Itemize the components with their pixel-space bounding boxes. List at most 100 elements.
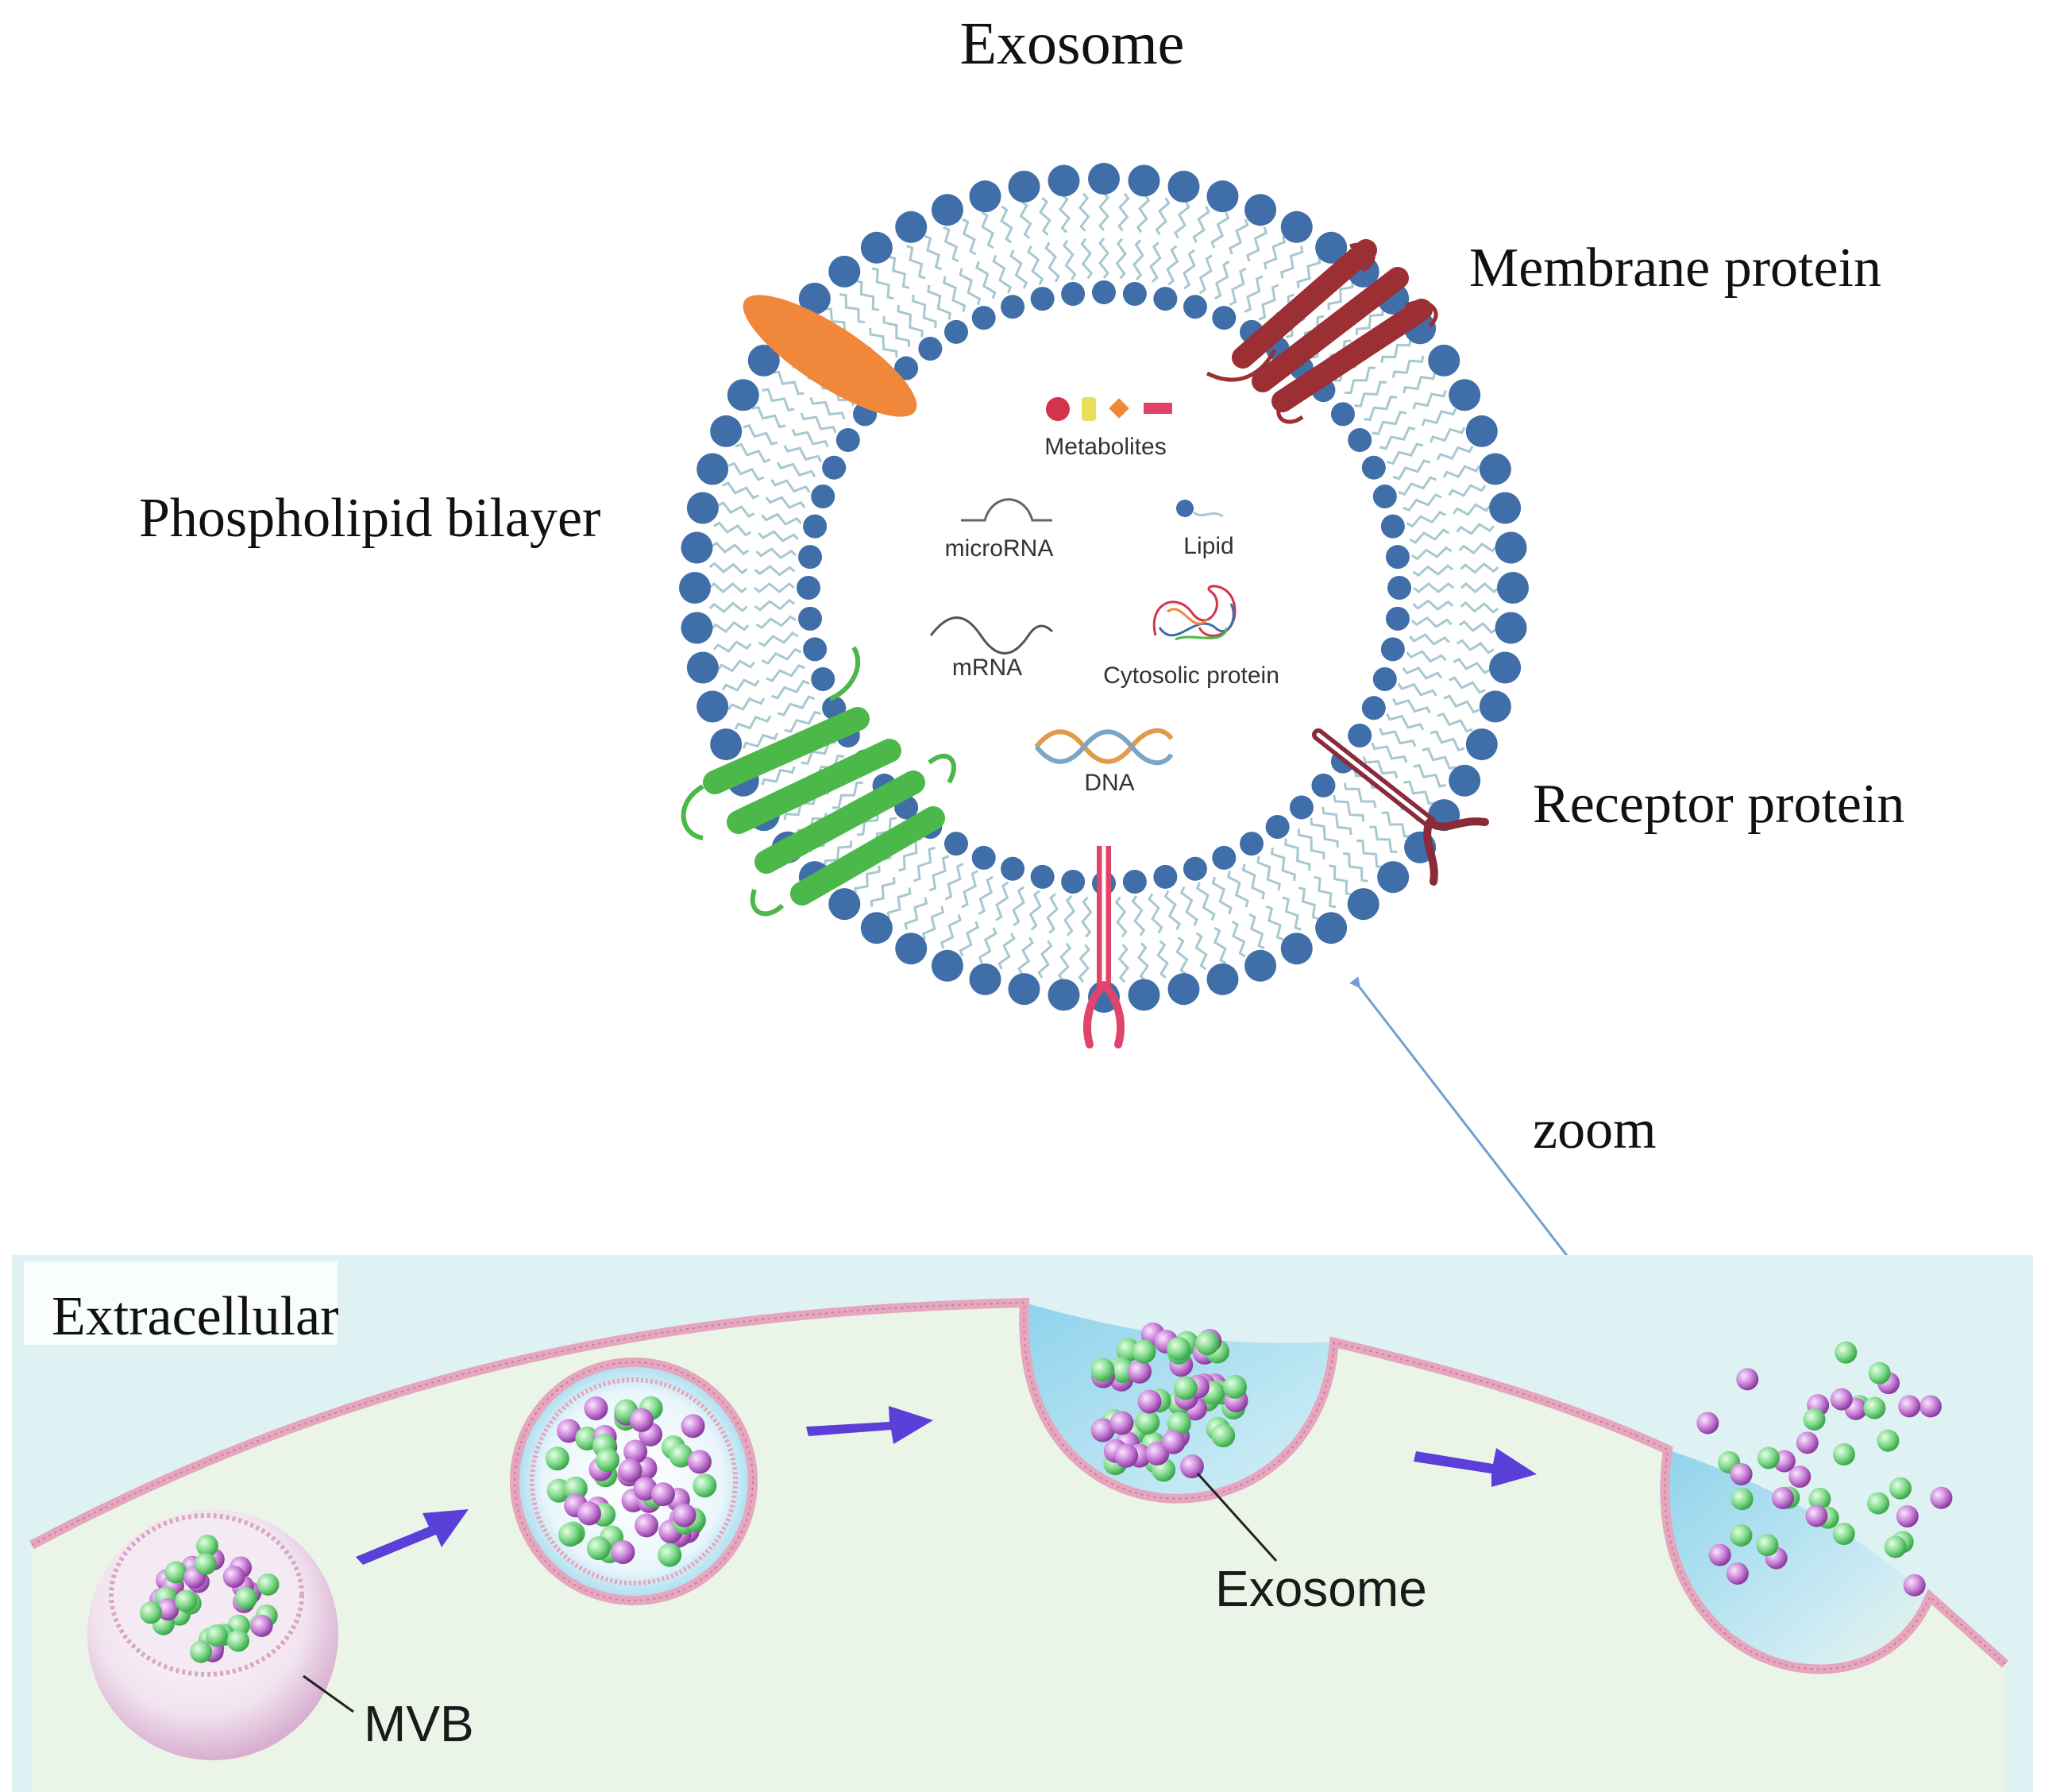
pink-receptor-icon (1083, 846, 1125, 1049)
diagram-title: Exosome (960, 10, 1185, 77)
vesicle-ball (1167, 1336, 1191, 1361)
vesicle-ball (1903, 1574, 1926, 1597)
vesicle-ball (250, 1614, 273, 1637)
process-arrows (356, 1406, 1537, 1565)
vesicle-ball (1832, 1442, 1855, 1466)
arrow-right-icon (806, 1406, 933, 1444)
zoom-label: zoom (1533, 1099, 1657, 1161)
cargo-mrna-label: mRNA (952, 655, 1022, 681)
vesicle-ball (190, 1640, 213, 1663)
vesicle-ball (577, 1501, 601, 1526)
vesicle-ball (1136, 1410, 1160, 1435)
vesicle-ball (1868, 1361, 1891, 1385)
release-pocket (1665, 1450, 1930, 1670)
vesicle-ball (1731, 1488, 1754, 1511)
vesicle-ball (1835, 1341, 1858, 1364)
vesicle-ball (687, 1450, 712, 1474)
cargo-metabolites-label: Metabolites (1044, 434, 1166, 460)
vesicle-ball (681, 1414, 705, 1439)
vesicle-ball (156, 1598, 179, 1621)
cargo-lipid-label: Lipid (1183, 533, 1233, 559)
receptor-protein-label: Receptor protein (1533, 774, 1904, 835)
vesicle-ball (175, 1589, 198, 1612)
vesicle-ball (1109, 1411, 1134, 1435)
cargo-cytosolic-protein-label: Cytosolic protein (1103, 662, 1279, 689)
vesicle-ball (1757, 1446, 1780, 1470)
fusing-vesicle (510, 1358, 758, 1605)
vesicle-ball (1195, 1331, 1220, 1356)
vesicle-ball (1796, 1431, 1819, 1454)
vesicle-ball (227, 1629, 250, 1652)
vesicle-ball (1863, 1396, 1886, 1419)
vesicle-ball (1090, 1418, 1115, 1442)
vesicle-ball (1173, 1376, 1198, 1400)
vesicle-ball (140, 1601, 163, 1624)
metabolite-bar-icon (1144, 403, 1172, 414)
mvb-pointer-line (303, 1674, 354, 1713)
vesicle-ball (584, 1396, 608, 1420)
vesicle-ball (563, 1476, 588, 1500)
vesicle-ball (1898, 1395, 1921, 1418)
extracellular-label: Extracellular (52, 1286, 338, 1347)
vesicle-ball (1179, 1454, 1204, 1479)
vesicle-ball (195, 1534, 218, 1557)
budding-exosomes (1090, 1322, 1248, 1482)
vesicle-ball (1167, 1412, 1191, 1436)
vesicle-ball (611, 1540, 635, 1565)
mrna-icon (929, 616, 1054, 655)
vesicle-ball (1114, 1443, 1139, 1468)
vesicle-ball (623, 1439, 648, 1464)
exosome-pointer-label: Exosome (1215, 1560, 1427, 1617)
vesicle-ball (1771, 1487, 1794, 1510)
cargo-microrna-label: microRNA (945, 535, 1054, 562)
vesicle-ball (693, 1473, 717, 1498)
vesicle-ball (1884, 1535, 1907, 1558)
vesicle-ball (586, 1536, 611, 1561)
vesicle-ball (1896, 1505, 1919, 1528)
mvb-vesicles (140, 1534, 280, 1663)
vesicle-ball (558, 1523, 583, 1547)
vesicle-ball (557, 1419, 581, 1443)
vesicle-ball (1132, 1339, 1156, 1364)
phospholipid-bilayer-label: Phospholipid bilayer (139, 488, 600, 549)
vesicle-ball (164, 1561, 187, 1584)
receptor-protein-icon (1312, 728, 1489, 886)
vesicle-ball (545, 1446, 569, 1471)
vesicle-ball (1808, 1488, 1831, 1511)
metabolite-circle-icon (1046, 397, 1070, 421)
arrow-right-icon (1414, 1448, 1537, 1487)
extracellular-label-bg (24, 1261, 338, 1345)
vesicle-ball (1211, 1423, 1236, 1448)
cytosolic-protein-icon (1152, 585, 1237, 641)
vesicle-ball (650, 1482, 675, 1507)
vesicle-ball (222, 1566, 245, 1589)
vesicle-ball (629, 1408, 654, 1432)
released-exosomes (1696, 1341, 1953, 1597)
vesicle-ball (1830, 1388, 1853, 1411)
orange-protein-icon (743, 295, 917, 417)
vesicle-ball (1919, 1395, 1942, 1418)
membrane-protein-icon (1206, 239, 1438, 424)
vesicle-ball (1090, 1358, 1115, 1382)
microrna-icon (961, 498, 1052, 522)
cargo-dna-label: DNA (1084, 770, 1134, 796)
vesicle-ball (1736, 1368, 1759, 1391)
arrow-right-icon (356, 1509, 469, 1565)
vesicle-ball (1726, 1562, 1749, 1585)
vesicle-ball (1877, 1429, 1900, 1452)
vesicle-ball (194, 1552, 217, 1575)
vesicle-ball (1730, 1524, 1753, 1547)
dna-icon (1034, 728, 1174, 766)
vesicle-ball (1111, 1358, 1136, 1383)
vesicle-ball (1803, 1408, 1826, 1431)
cell-membrane-texture (31, 1301, 2006, 1670)
vesicle-ball (1161, 1430, 1186, 1454)
vesicle-ball (1730, 1462, 1753, 1485)
vesicle-ball (234, 1587, 257, 1610)
vesicle-ball (1805, 1504, 1828, 1527)
membrane-protein-label: Membrane protein (1469, 238, 1881, 299)
metabolite-rect-icon (1082, 397, 1096, 421)
vesicle-ball (1832, 1523, 1855, 1546)
vesicle-ball (1889, 1477, 1912, 1500)
vesicle-ball (672, 1503, 696, 1527)
